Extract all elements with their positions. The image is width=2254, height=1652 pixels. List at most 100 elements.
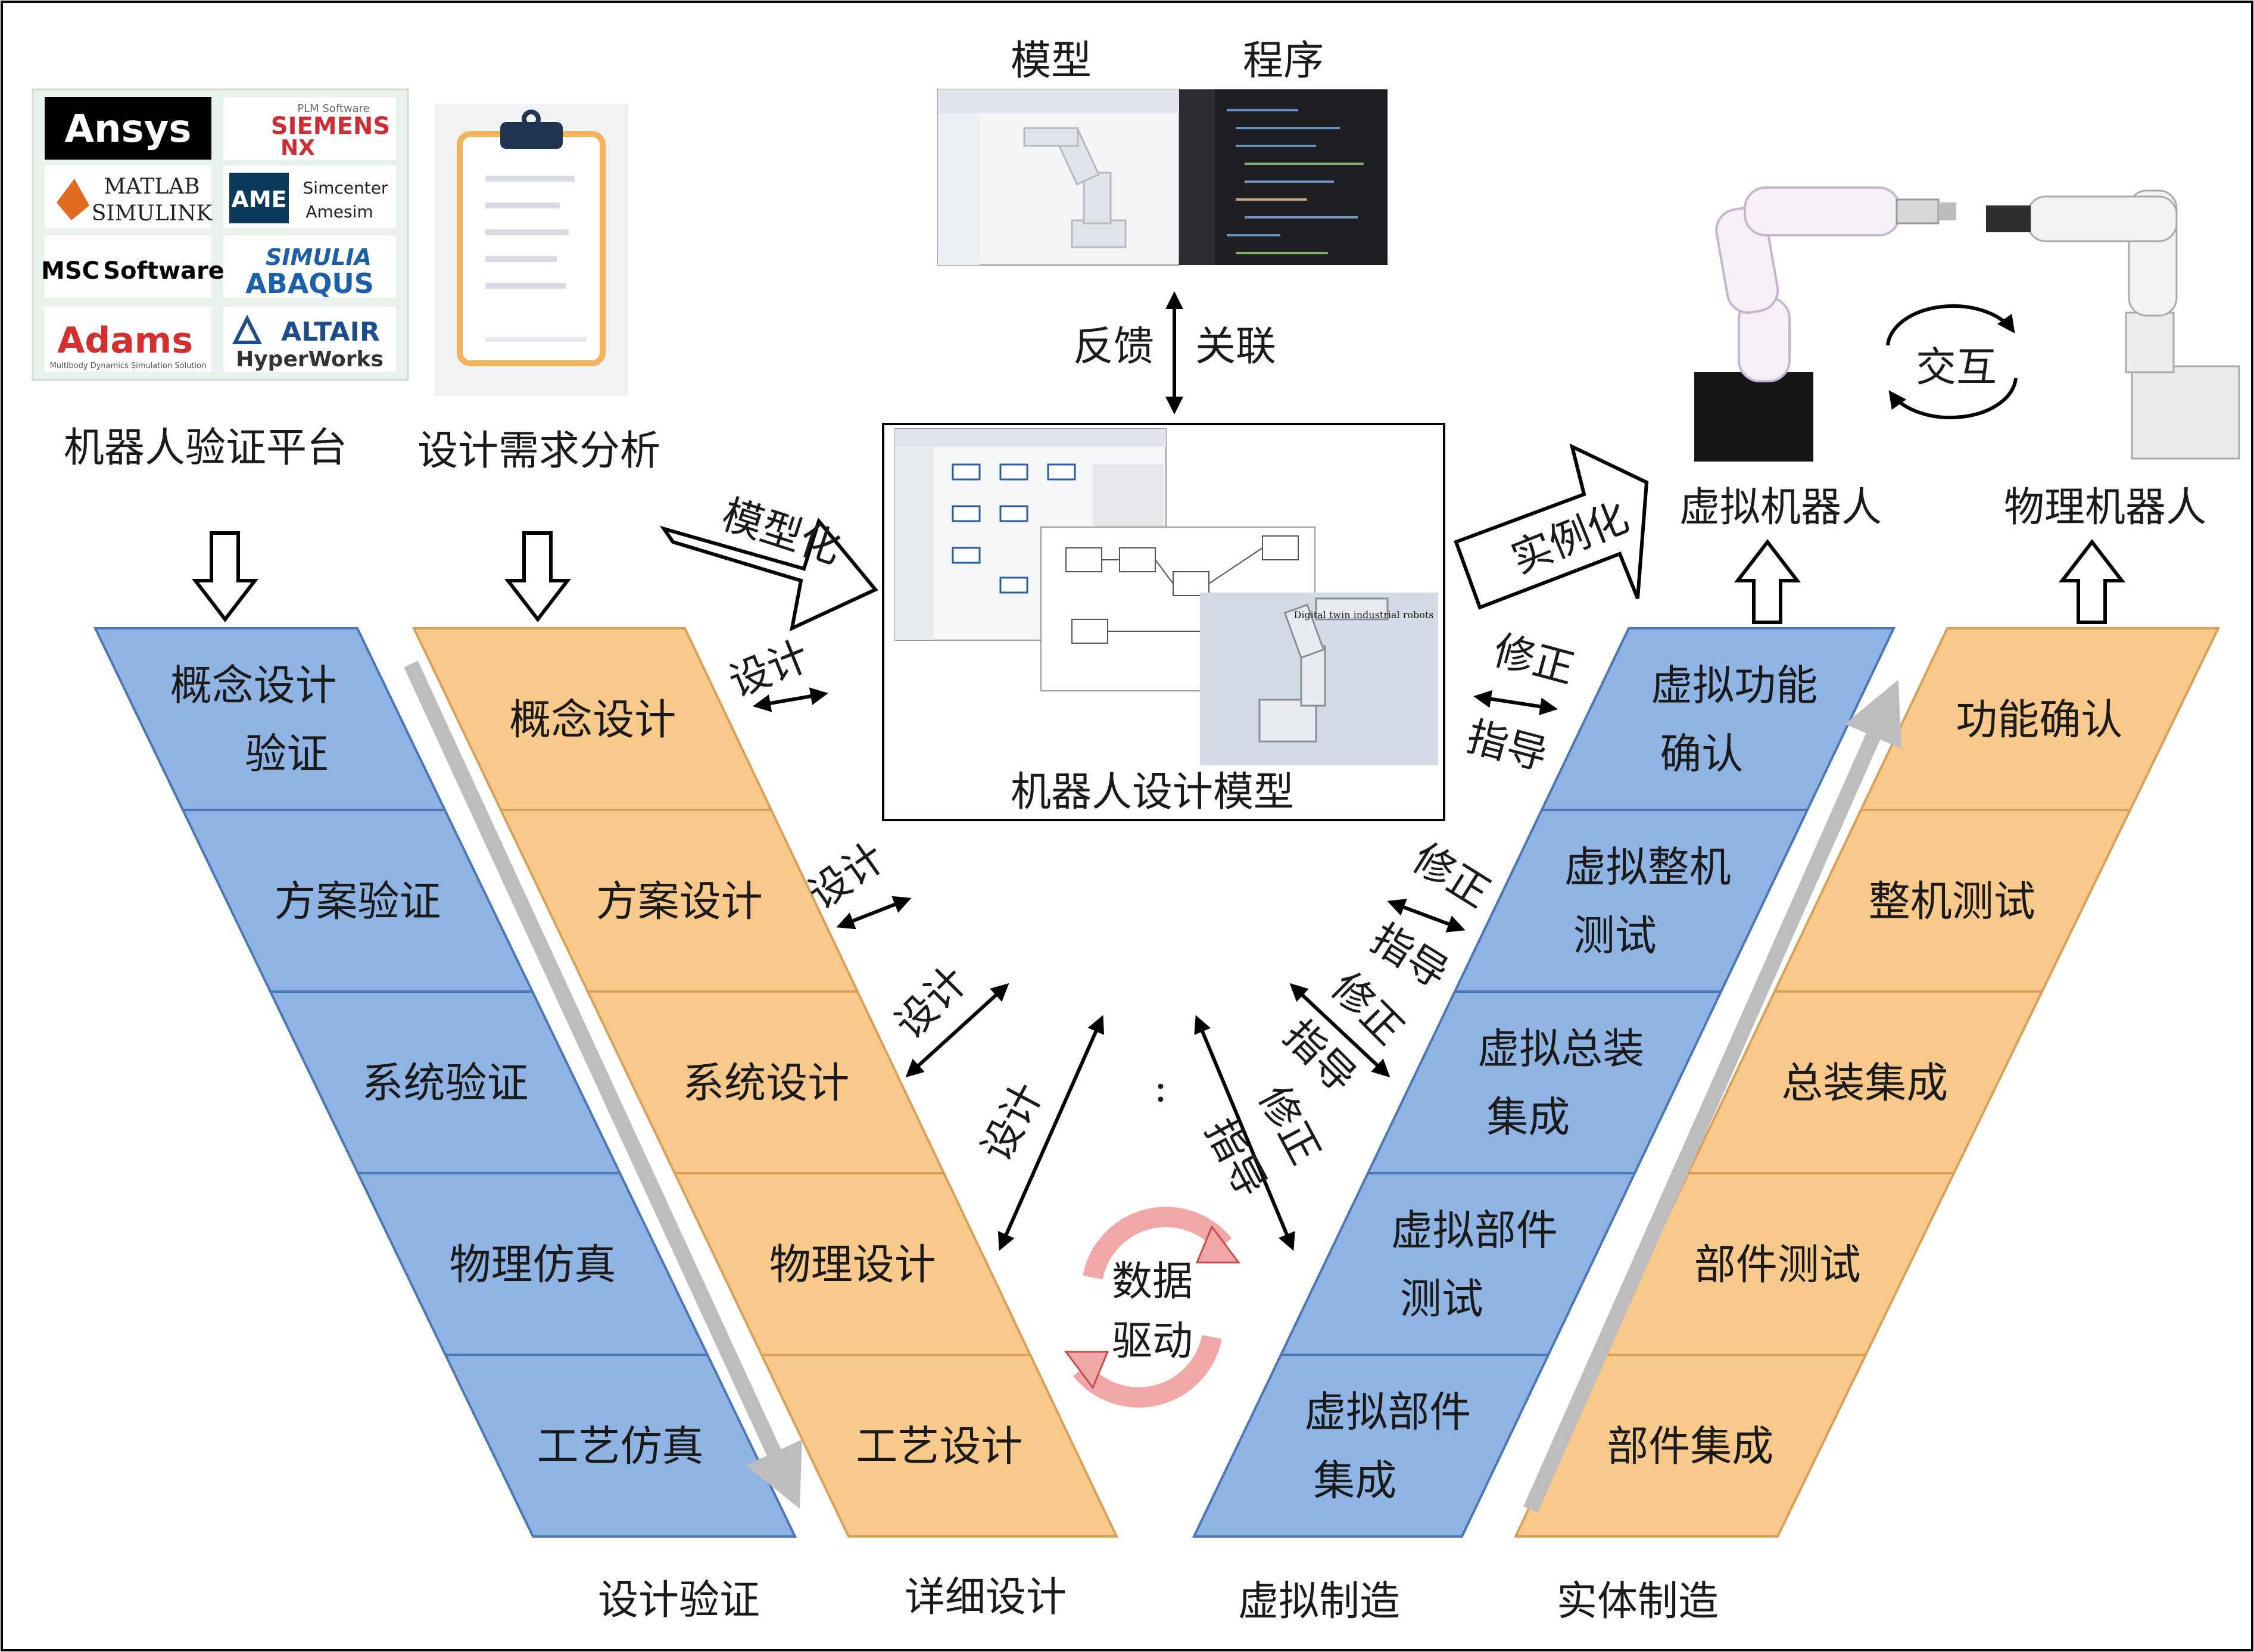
feedback-label: 反馈	[1073, 323, 1154, 370]
design-cell-label: 系统设计	[682, 1059, 849, 1108]
verify-cell-label: 工艺仿真	[537, 1422, 704, 1471]
design-link-label: 设计	[886, 958, 977, 1048]
svg-text:SIMULINK: SIMULINK	[92, 201, 213, 226]
physical-cell-label: 功能确认	[1956, 696, 2122, 744]
up-arrow-icon	[1734, 539, 1801, 624]
design-model-box: Digital twin industrial robots	[882, 423, 1445, 821]
interact-arrow-bottom	[1888, 378, 2018, 420]
virtual-cell-label: 测试	[1573, 911, 1657, 960]
svg-text:HyperWorks: HyperWorks	[236, 347, 384, 372]
up-arrow-icon	[2058, 539, 2126, 624]
verify-cell-label: 验证	[245, 730, 328, 778]
down-arrow-icon	[191, 531, 259, 622]
clipboard-icon	[435, 104, 628, 396]
verify-cell	[443, 1354, 797, 1538]
virtual-cell-label: 测试	[1400, 1274, 1483, 1323]
adams-logo: Adams	[57, 320, 193, 361]
guide-label: 指导	[1462, 713, 1552, 780]
program-label: 程序	[1243, 38, 1324, 85]
svg-text:NX: NX	[280, 136, 315, 160]
virtual-cell	[1279, 1172, 1637, 1356]
left-gray-arrow	[404, 660, 802, 1509]
design-cell-label: 概念设计	[509, 696, 676, 744]
design-cell	[759, 1354, 1119, 1538]
cycle-line2: 驱动	[1112, 1318, 1193, 1365]
link-label: 关联	[1195, 323, 1276, 370]
svg-text:Digital twin industrial robots: Digital twin industrial robots	[1293, 609, 1433, 621]
virtual-cell	[1539, 627, 1896, 811]
design-cell-label: 方案设计	[596, 877, 763, 926]
virtual-cell-label: 虚拟总装	[1477, 1024, 1644, 1073]
design-cell-label: 物理设计	[769, 1240, 936, 1289]
design-caption: 详细设计	[905, 1574, 1067, 1621]
verify-caption: 设计验证	[598, 1577, 760, 1624]
modeling-arrow	[659, 517, 878, 632]
virtual-cell	[1366, 990, 1723, 1174]
design-link-label: 设计	[723, 632, 816, 706]
design-model-label: 机器人设计模型	[1011, 769, 1294, 816]
svg-text:AME: AME	[231, 186, 286, 213]
verify-cell-label: 物理仿真	[450, 1240, 616, 1289]
verify-cell-label: 系统验证	[362, 1059, 529, 1108]
ellipsis-dots: ··	[1136, 1080, 1183, 1105]
data-driven-cycle	[1064, 1207, 1240, 1408]
model-label: 模型	[1011, 38, 1092, 85]
virtual-cell-label: 确认	[1660, 730, 1743, 778]
right-gray-arrow	[1523, 679, 1902, 1513]
physical-robot-label: 物理机器人	[2004, 484, 2206, 531]
virtual-caption: 虚拟制造	[1238, 1578, 1400, 1625]
interact-arrow-top	[1886, 304, 2015, 346]
verify-cell-label: 方案验证	[275, 877, 441, 926]
altair-logo: ALTAIR	[281, 317, 380, 347]
design-link-arrow	[905, 983, 1009, 1078]
svg-text:PLM Software: PLM Software	[297, 102, 369, 115]
simcenter-logo: Simcenter	[303, 178, 388, 198]
svg-text:Amesim: Amesim	[305, 202, 373, 222]
physical-cell-label: 总装集成	[1781, 1059, 1948, 1108]
physical-cell-label: 整机测试	[1869, 877, 2035, 926]
platform-label: 机器人验证平台	[64, 425, 347, 472]
design-link-arrow	[836, 896, 912, 930]
matlab-logo: MATLAB	[104, 174, 199, 199]
virtual-cell-label: 虚拟部件	[1391, 1206, 1558, 1255]
correct-link-arrow	[1194, 1015, 1295, 1251]
virtual-cell-label: 虚拟部件	[1304, 1388, 1471, 1436]
virtual-cell-label: 集成	[1313, 1456, 1396, 1505]
svg-text:Software: Software	[103, 257, 225, 285]
design-cell-label: 工艺设计	[856, 1422, 1022, 1471]
ansys-logo: Ansys	[65, 107, 192, 151]
interact-label: 交互	[1916, 344, 1997, 391]
physical-cell-label: 部件集成	[1607, 1422, 1773, 1471]
code-screenshot	[1179, 89, 1388, 265]
design-link-arrow	[997, 1015, 1105, 1251]
cad-screenshot	[937, 89, 1180, 266]
physical-robot-image	[1986, 189, 2240, 460]
correct-link-arrow	[1387, 899, 1466, 933]
simulia-logo: SIMULIA	[266, 244, 372, 270]
correct-label: 修正	[1404, 834, 1498, 917]
virtual-robot-label: 虚拟机器人	[1679, 484, 1882, 531]
virtual-cell	[1452, 809, 1810, 993]
down-arrow-icon	[504, 531, 572, 622]
logo-grid: Ansys PLM Software SIEMENS NX MATLAB SIM…	[32, 88, 409, 381]
svg-text:ABAQUS: ABAQUS	[245, 267, 374, 300]
correct-label: 修正	[1489, 627, 1579, 694]
physical-caption: 实体制造	[1557, 1578, 1719, 1625]
physical-cell-label: 部件测试	[1694, 1240, 1861, 1289]
design-link-arrow	[753, 687, 828, 712]
verify-cell-label: 概念设计	[170, 661, 337, 710]
verify-cell	[93, 627, 447, 811]
msc-logo: MSC	[41, 257, 99, 285]
correct-link-arrow	[1289, 983, 1391, 1078]
virtual-cell-label: 集成	[1486, 1093, 1570, 1142]
correct-link-arrow	[1473, 690, 1558, 716]
virtual-cell-label: 虚拟整机	[1564, 843, 1731, 892]
svg-text:Multibody Dynamics Simulation: Multibody Dynamics Simulation Solution	[50, 361, 207, 370]
